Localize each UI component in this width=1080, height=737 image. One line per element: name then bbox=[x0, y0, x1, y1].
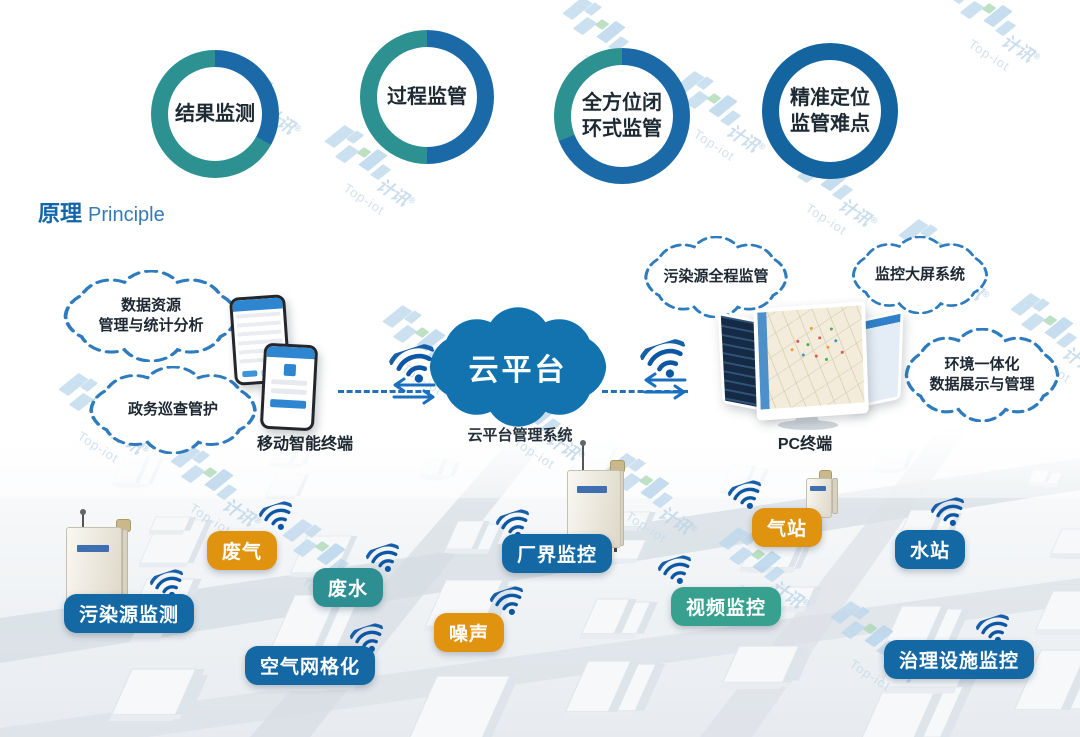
watermark-brand-text: Top-iot bbox=[802, 200, 850, 238]
cloud-platform-label: 云平台 bbox=[468, 354, 568, 387]
watermark-cn-text: 计讯® bbox=[998, 31, 1043, 66]
node-air-grid: 空气网格化 bbox=[245, 646, 376, 685]
bubble-data-resource: 数据资源 管理与统计分析 bbox=[56, 270, 246, 362]
bubble-env-integration: 环境一体化 数据展示与管理 bbox=[898, 328, 1066, 422]
watermark-brand-text: Top-iot bbox=[340, 180, 388, 218]
bubble-label: 污染源全程监管 bbox=[663, 267, 769, 285]
watermark-cn-text: 计讯® bbox=[373, 175, 418, 210]
node-waste-gas: 废气 bbox=[207, 531, 278, 570]
node-water-station: 水站 bbox=[895, 530, 966, 569]
node-waste-water: 废水 bbox=[313, 568, 384, 607]
monitor-map bbox=[753, 301, 869, 421]
ring-closed-loop-supervision: 全方位闭 环式监管 bbox=[554, 48, 690, 184]
bubble-gov-inspection: 政务巡查管护 bbox=[82, 366, 264, 454]
heading-en: Principle bbox=[88, 204, 165, 226]
node-noise: 噪声 bbox=[434, 613, 505, 652]
node-pollution-source-monitoring: 污染源监测 bbox=[64, 594, 195, 633]
smartphone-front bbox=[259, 342, 319, 432]
bubble-label: 环境一体化 数据展示与管理 bbox=[929, 355, 1035, 393]
mobile-terminal-label: 移动智能终端 bbox=[256, 436, 353, 453]
watermark-brand-text: Top-iot bbox=[965, 36, 1013, 74]
exchange-arrows-icon bbox=[643, 372, 687, 400]
exchange-arrows-icon bbox=[392, 377, 436, 405]
node-treatment-facility-monitoring: 治理设施监控 bbox=[884, 640, 1035, 679]
bubble-pollution-supervision: 污染源全程监管 bbox=[638, 236, 794, 318]
ring-precise-positioning: 精准定位 监管难点 bbox=[762, 43, 898, 179]
bubble-label: 监控大屏系统 bbox=[874, 265, 965, 283]
link-line-left bbox=[338, 390, 430, 393]
watermark: 计讯®Top-iot bbox=[924, 0, 1077, 115]
node-factory-boundary-monitoring: 厂界监控 bbox=[502, 534, 613, 573]
node-video-surveillance: 视频监控 bbox=[671, 587, 782, 626]
node-gas-station: 气站 bbox=[752, 508, 823, 547]
watermark-brand-text: Top-iot bbox=[690, 126, 738, 164]
pc-terminal-label: PC终端 bbox=[777, 436, 833, 453]
watermark-cn-text: 计讯® bbox=[835, 195, 880, 230]
pc-terminals bbox=[700, 300, 910, 450]
ring-process-supervision: 过程监管 bbox=[360, 30, 494, 164]
bubble-label: 政务巡查管护 bbox=[127, 400, 218, 418]
ring-result-monitoring: 结果监测 bbox=[151, 50, 279, 178]
ring-label: 全方位闭 环式监管 bbox=[582, 92, 662, 140]
ring-label: 结果监测 bbox=[175, 103, 255, 125]
ring-label: 精准定位 监管难点 bbox=[790, 87, 870, 135]
heading-cn: 原理 bbox=[38, 201, 83, 226]
ring-label: 过程监管 bbox=[387, 86, 467, 108]
topiot-logo-icon bbox=[948, 0, 1023, 43]
bubble-label: 数据资源 管理与统计分析 bbox=[98, 296, 204, 334]
cloud-platform: 云平台 bbox=[420, 306, 616, 428]
